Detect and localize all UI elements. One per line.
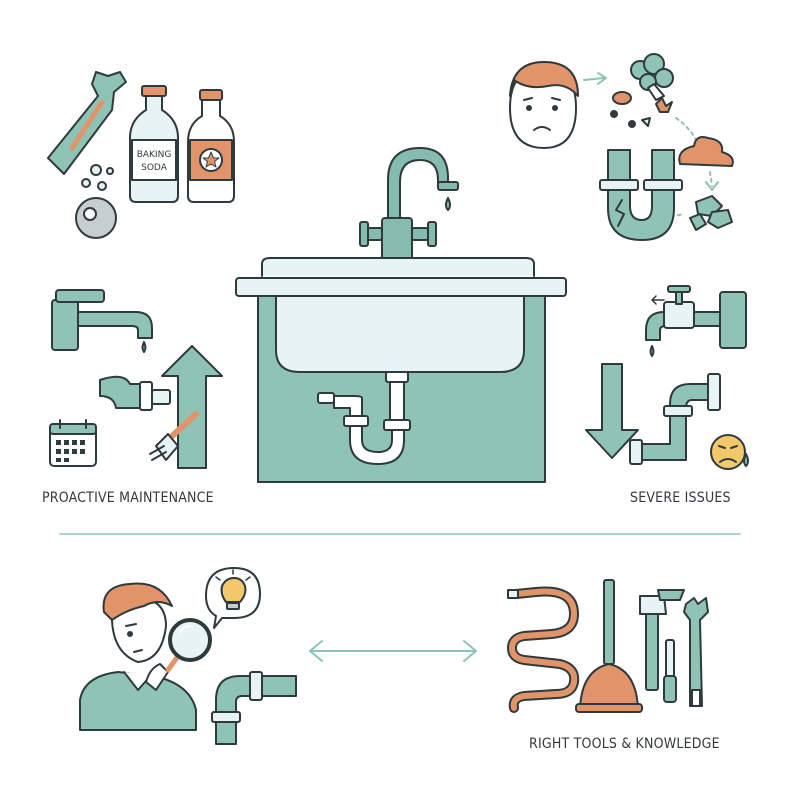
brush-icon [149,411,199,461]
right-tools-label: RIGHT TOOLS & KNOWLEDGE [529,736,720,752]
faucet-icon-right [645,285,747,357]
sink-illustration [235,147,567,483]
inspector-person-icon [79,582,197,731]
debris-chunks-icon [689,195,733,231]
bottle-label-line1: BAKING [137,150,172,160]
proactive-maintenance-label: PROACTIVE MAINTENANCE [42,490,214,506]
p-trap-pipe-icon [317,371,411,465]
up-arrow-icon [161,345,223,469]
drain-snake-icon [507,586,580,713]
bottle-label-line2: SODA [141,163,168,173]
sink-basin [275,295,525,373]
faucet-icon-left [51,289,153,353]
magnifying-glass-icon [165,618,212,673]
inspected-pipe-icon [211,671,297,745]
adjustable-wrench-icon [683,597,709,707]
center-faucet-icon [359,147,459,267]
sink-countertop [235,277,567,297]
arrow-icon [583,77,605,81]
vinegar-bottle-icon [187,89,235,203]
grease-blob-icon [678,136,734,167]
cracked-u-pipe-icon [599,149,683,241]
food-debris-icon [610,91,673,128]
bubbles-icon [75,164,117,239]
bent-pipe-icon [629,373,721,465]
sad-emoji-icon [710,434,749,470]
worried-face-icon [509,61,579,149]
broccoli-icon [630,53,674,101]
pipe-wrench-icon [639,589,685,691]
severe-issues-label: SEVERE ISSUES [630,490,731,506]
wrench-icon [47,71,127,175]
baking-soda-bottle-icon: BAKING SODA [129,85,179,203]
calendar-icon [49,419,97,467]
down-arrow-icon [585,363,639,459]
screwdriver-icon [663,639,677,703]
double-arrow-icon [309,640,477,662]
lightbulb-thought-icon [205,567,261,629]
short-pipe-icon [99,375,171,411]
plunger-icon [575,579,643,713]
